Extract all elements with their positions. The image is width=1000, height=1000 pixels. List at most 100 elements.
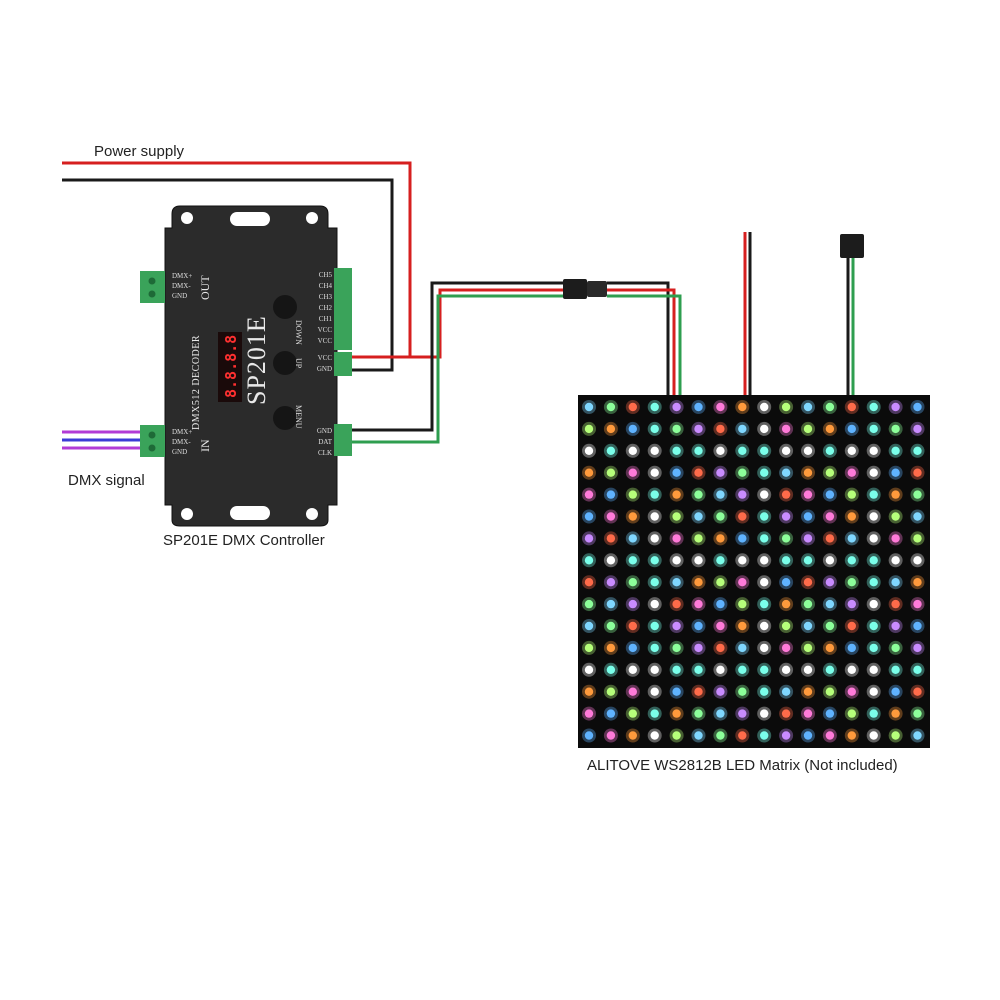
led-pixel (781, 709, 791, 718)
led-pixel (803, 578, 813, 587)
up-button[interactable] (273, 351, 297, 375)
led-pixel (760, 709, 769, 718)
led-pixel (672, 402, 681, 412)
led-pixel (781, 687, 791, 696)
led-pixel (781, 556, 791, 565)
led-pixel (891, 687, 900, 696)
led-pixel (760, 643, 769, 653)
led-pixel (738, 556, 747, 565)
led-pixel (847, 402, 856, 412)
led-pixel (913, 665, 922, 674)
led-pixel (606, 687, 616, 696)
data-pin-label: DAT (318, 438, 332, 446)
led-pixel (650, 490, 659, 499)
led-pixel (891, 621, 900, 631)
led-pixel (847, 621, 856, 631)
channel-pin-label: CH5 (318, 271, 332, 279)
led-pixel (847, 424, 856, 434)
led-pixel (738, 490, 747, 499)
led-pixel (825, 490, 835, 499)
led-pixel (672, 556, 681, 565)
led-pixel (825, 665, 835, 674)
led-pixel (869, 731, 878, 740)
out-pin-label: DMX- (172, 282, 191, 290)
led-pixel (760, 424, 769, 434)
led-pixel (650, 643, 659, 653)
led-pixel (716, 490, 725, 499)
led-pixel (672, 643, 681, 653)
led-pixel (781, 621, 791, 631)
out-pin-label: DMX+ (172, 272, 193, 280)
menu-button[interactable] (273, 406, 297, 430)
led-pixel (760, 512, 769, 521)
led-pixel (781, 490, 791, 499)
in-pin-label: DMX- (172, 438, 191, 446)
led-pixel (650, 687, 659, 696)
led-pixel (606, 599, 616, 609)
led-pixel (628, 687, 637, 696)
led-pixel (913, 424, 922, 434)
led-pixel (672, 731, 681, 740)
led-pixel (694, 490, 703, 499)
led-pixel (650, 665, 659, 674)
power-pin-label: GND (316, 365, 332, 373)
led-pixel (628, 665, 637, 674)
led-pixel (584, 424, 594, 434)
controller-model: SP201E (242, 315, 271, 405)
led-pixel (694, 468, 703, 477)
led-pixel (694, 687, 703, 696)
led-pixel (781, 402, 791, 412)
led-pixel (672, 709, 681, 718)
in-pin-label: DMX+ (172, 428, 193, 436)
led-pixel (672, 621, 681, 631)
led-pixel (694, 599, 703, 609)
led-pixel (803, 402, 813, 412)
led-pixel (672, 665, 681, 674)
led-pixel (913, 468, 922, 477)
led-pixel (913, 512, 922, 521)
data-pin-label: GND (316, 427, 332, 435)
led-pixel (803, 665, 813, 674)
led-pixel (738, 731, 747, 740)
led-pixel (628, 424, 637, 434)
channel-pin-label: CH3 (318, 293, 332, 301)
led-pixel (781, 468, 791, 477)
led-pixel (803, 687, 813, 696)
led-pixel (606, 490, 616, 499)
led-pixel (891, 709, 900, 718)
led-pixel (760, 534, 769, 543)
led-pixel (694, 643, 703, 653)
led-pixel (672, 424, 681, 434)
led-pixel (672, 468, 681, 477)
led-pixel (628, 490, 637, 499)
led-pixel (825, 424, 835, 434)
led-pixel (891, 424, 900, 434)
led-pixel (825, 556, 835, 565)
led-pixel (913, 402, 922, 412)
led-pixel (606, 468, 616, 477)
led-pixel (891, 490, 900, 499)
led-pixel (803, 490, 813, 499)
power-supply-label: Power supply (94, 143, 185, 160)
led-pixel (606, 621, 616, 631)
led-pixel (716, 468, 725, 477)
led-pixel (869, 578, 878, 587)
led-pixel (672, 446, 681, 455)
led-pixel (760, 599, 769, 609)
led-pixel (584, 709, 594, 718)
button-label-up: UP (294, 358, 303, 369)
led-pixel (628, 534, 637, 543)
jst-connector (563, 279, 607, 299)
led-pixel (628, 468, 637, 477)
led-pixel (606, 578, 616, 587)
led-pixel (803, 468, 813, 477)
led-pixel (869, 490, 878, 499)
led-pixel (650, 402, 659, 412)
led-pixel (760, 687, 769, 696)
led-pixel (781, 599, 791, 609)
led-pixel (869, 643, 878, 653)
down-button[interactable] (273, 295, 297, 319)
